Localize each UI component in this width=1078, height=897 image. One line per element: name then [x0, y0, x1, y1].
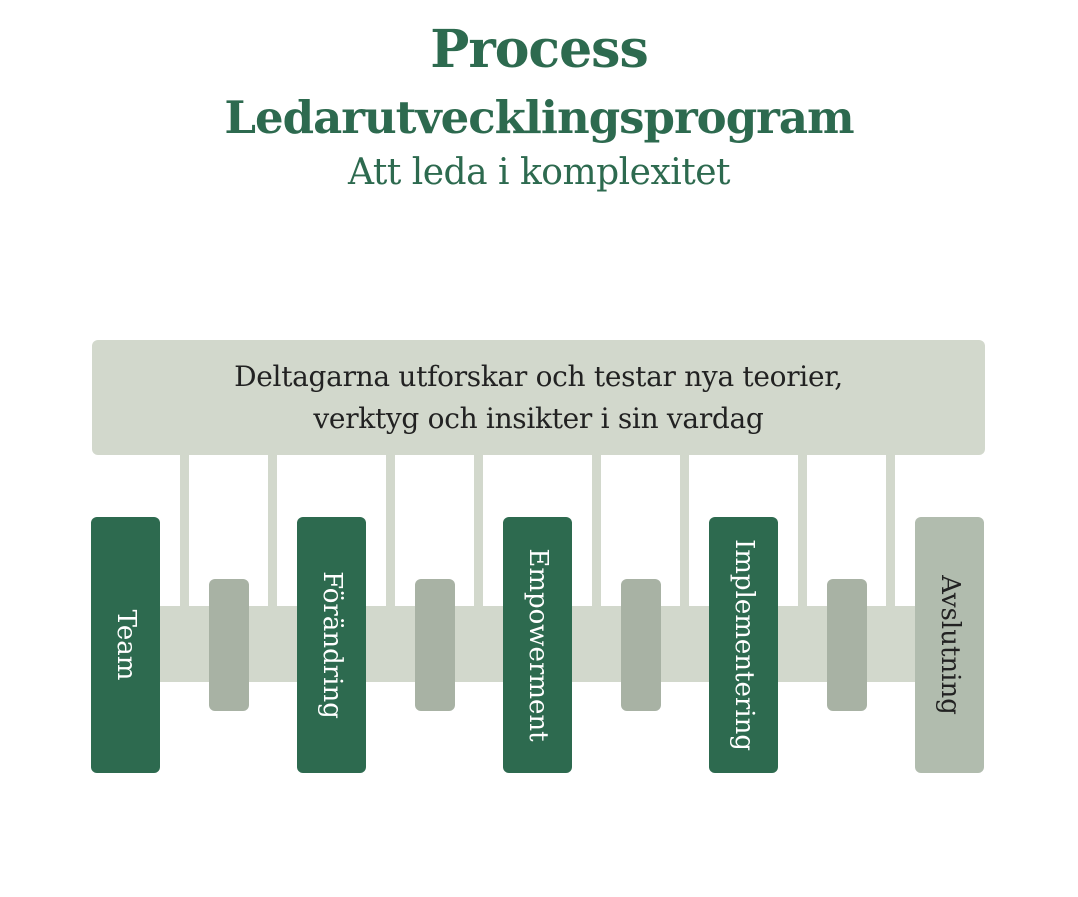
banner-text: Deltagarna utforskar och testar nya teor…: [234, 356, 843, 440]
stage-avslutning: Avslutning: [915, 517, 984, 773]
stage-connector: [415, 579, 455, 711]
stage-empowerment: Empowerment: [503, 517, 572, 773]
connector-post: [592, 455, 601, 607]
banner-line-2: verktyg och insikter i sin vardag: [313, 401, 764, 435]
page-tagline: Att leda i komplexitet: [347, 152, 731, 193]
connector-post: [386, 455, 395, 607]
connector-post: [886, 455, 895, 607]
stage-connector: [621, 579, 661, 711]
stage-team: Team: [91, 517, 160, 773]
stage-label: Avslutning: [934, 575, 965, 715]
page-subtitle: Ledarutvecklingsprogram: [224, 91, 854, 144]
connector-post: [798, 455, 807, 607]
stage-label: Förändring: [316, 571, 347, 719]
connector-post: [268, 455, 277, 607]
stage-connector: [827, 579, 867, 711]
banner-line-1: Deltagarna utforskar och testar nya teor…: [234, 359, 843, 393]
stage-label: Team: [110, 609, 141, 681]
page-title: Process: [430, 19, 648, 80]
connector-post: [680, 455, 689, 607]
stage-label: Implementering: [728, 538, 759, 752]
description-banner: Deltagarna utforskar och testar nya teor…: [92, 340, 985, 455]
connector-post: [180, 455, 189, 607]
stage-implementering: Implementering: [709, 517, 778, 773]
stage-forandring: Förändring: [297, 517, 366, 773]
stage-label: Empowerment: [522, 548, 553, 742]
connector-post: [474, 455, 483, 607]
stage-connector: [209, 579, 249, 711]
